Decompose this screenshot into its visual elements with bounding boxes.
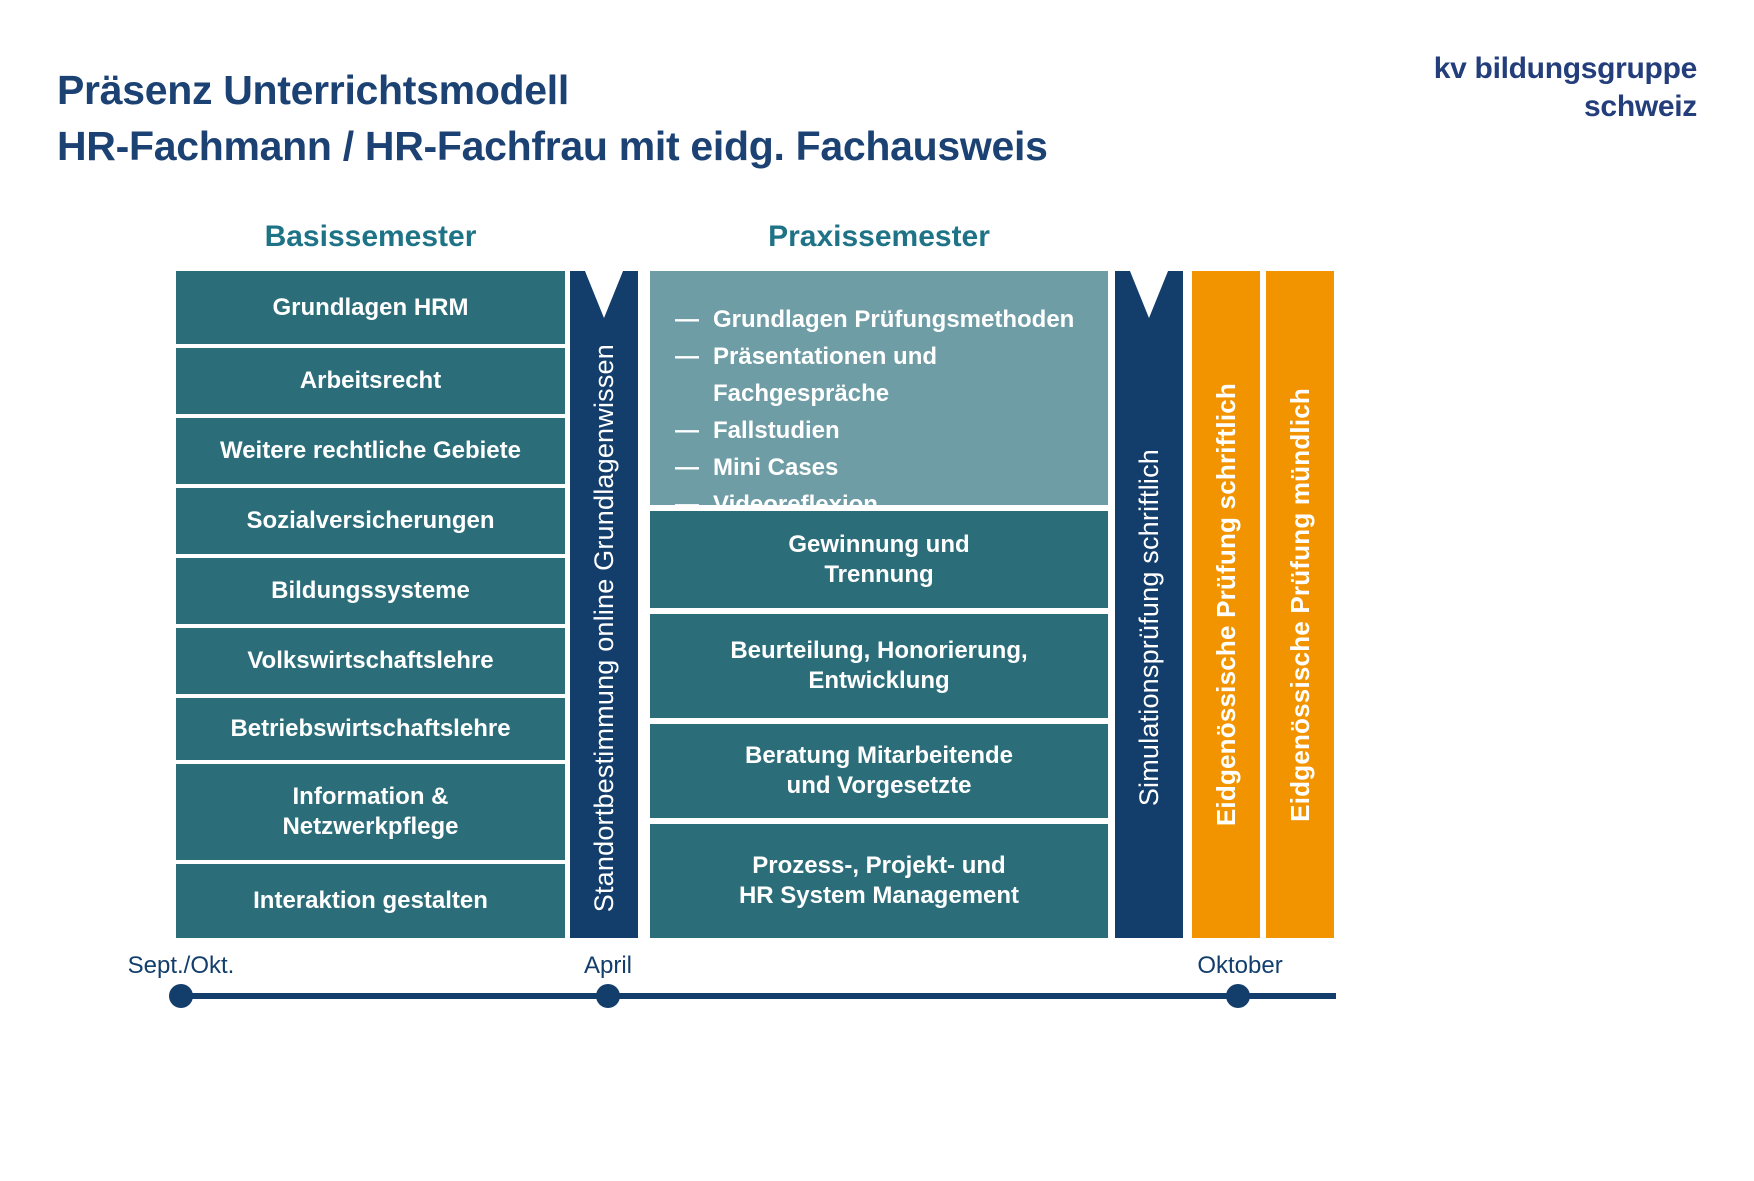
- timeline-dot-sept-okt: [169, 984, 193, 1008]
- basis-box-grundlagen-hrm: Grundlagen HRM: [176, 271, 565, 344]
- banner-standortbestimmung-label: Standortbestimmung online Grundlagenwiss…: [588, 343, 619, 913]
- basis-box-information-netzwerkpflege: Information & Netzwerkpflege: [176, 764, 565, 860]
- timeline-line: [178, 993, 1336, 999]
- dash-bullet-icon: —: [675, 306, 699, 333]
- timeline-dot-oktober: [1226, 984, 1250, 1008]
- dash-bullet-icon: —: [675, 417, 699, 444]
- banner-eidgenoessische-pruefung-muendlich: Eidgenössische Prüfung mündlich: [1266, 271, 1334, 938]
- basis-box-arbeitsrecht: Arbeitsrecht: [176, 348, 565, 414]
- column-header-praxissemester: Praxissemester: [768, 220, 990, 253]
- praxis-list-item: — Fallstudien: [675, 412, 1088, 449]
- basissemester-column: Grundlagen HRM Arbeitsrecht Weitere rech…: [176, 271, 565, 938]
- basis-box-sozialversicherungen: Sozialversicherungen: [176, 488, 565, 554]
- timeline-label-sept-okt: Sept./Okt.: [127, 952, 235, 979]
- basis-box-bildungssysteme: Bildungssysteme: [176, 558, 565, 624]
- banner-eidgenoessische-pruefung-schriftlich: Eidgenössische Prüfung schriftlich: [1192, 271, 1260, 938]
- praxis-list-text: Präsentationen und Fachgespräche: [713, 343, 938, 407]
- praxis-box-prozess-projekt-hr-system: Prozess-, Projekt- und HR System Managem…: [650, 824, 1108, 938]
- banner-simulationspruefung: Simulationsprüfung schriftlich: [1115, 271, 1183, 938]
- praxis-list-text: Mini Cases: [713, 454, 839, 481]
- praxis-box-gewinnung-trennung: Gewinnung und Trennung: [650, 511, 1108, 608]
- logo-line1: kv bildungsgruppe: [1433, 52, 1698, 85]
- kv-bildungsgruppe-logo: kv bildungsgruppe schweiz: [1433, 50, 1698, 126]
- column-header-basissemester: Basissemester: [264, 220, 477, 253]
- praxis-box-beratung-mitarbeitende-vorgesetzte: Beratung Mitarbeitende und Vorgesetzte: [650, 724, 1108, 818]
- banner-standortbestimmung: Standortbestimmung online Grundlagenwiss…: [570, 271, 638, 938]
- praxis-list-item: — Präsentationen und Fachgespräche: [675, 338, 1088, 412]
- page-title: Präsenz Unterrichtsmodell HR-Fachmann / …: [57, 62, 1048, 174]
- basis-box-interaktion-gestalten: Interaktion gestalten: [176, 864, 565, 938]
- basis-box-betriebswirtschaftslehre: Betriebswirtschaftslehre: [176, 698, 565, 760]
- dash-bullet-icon: —: [675, 454, 699, 481]
- page-title-line2: HR-Fachmann / HR-Fachfrau mit eidg. Fach…: [57, 123, 1048, 169]
- banner-pruefung-schriftlich-label: Eidgenössische Prüfung schriftlich: [1210, 382, 1241, 827]
- praxis-box-beurteilung-honorierung-entwicklung: Beurteilung, Honorierung, Entwicklung: [650, 614, 1108, 718]
- praxis-methods-box: — Grundlagen Prüfungsmethoden — Präsenta…: [650, 271, 1108, 518]
- praxis-list-item: — Grundlagen Prüfungsmethoden: [675, 301, 1088, 338]
- praxissemester-column: — Grundlagen Prüfungsmethoden — Präsenta…: [650, 271, 1108, 938]
- banner-simulationspruefung-label: Simulationsprüfung schriftlich: [1133, 449, 1164, 807]
- timeline-dot-april: [596, 984, 620, 1008]
- timeline-label-april: April: [583, 952, 632, 979]
- basis-box-weitere-rechtliche-gebiete: Weitere rechtliche Gebiete: [176, 418, 565, 484]
- curriculum-diagram: Grundlagen HRM Arbeitsrecht Weitere rech…: [0, 271, 1754, 938]
- praxis-list-item: — Mini Cases: [675, 449, 1088, 486]
- praxis-list-text: Grundlagen Prüfungsmethoden: [713, 306, 1075, 333]
- page-title-line1: Präsenz Unterrichtsmodell: [57, 67, 569, 113]
- dash-bullet-icon: —: [675, 343, 699, 370]
- praxis-list-text: Fallstudien: [713, 417, 840, 444]
- banner-pruefung-muendlich-label: Eidgenössische Prüfung mündlich: [1284, 387, 1315, 822]
- logo-line2: schweiz: [1584, 90, 1697, 123]
- basis-box-volkswirtschaftslehre: Volkswirtschaftslehre: [176, 628, 565, 694]
- timeline-label-oktober: Oktober: [1197, 952, 1283, 979]
